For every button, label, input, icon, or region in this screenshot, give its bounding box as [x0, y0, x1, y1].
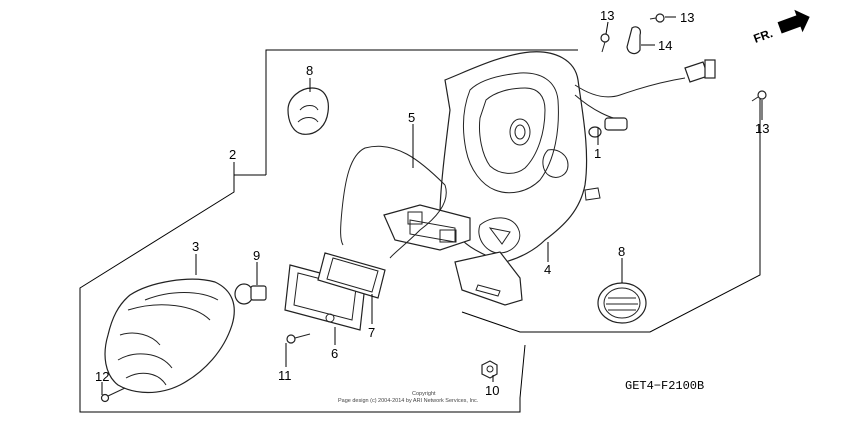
wire-harness [340, 145, 447, 259]
bolt-right [751, 90, 767, 102]
bolt-top-right [649, 13, 665, 23]
taillight-lens [104, 278, 235, 394]
nut [481, 360, 498, 379]
callout-12: 12 [95, 369, 109, 384]
callout-9: 9 [253, 248, 260, 263]
callout-6: 6 [331, 346, 338, 361]
callout-7: 7 [368, 325, 375, 340]
callout-3: 3 [192, 239, 199, 254]
screw-license [286, 333, 311, 344]
callout-11: 11 [278, 368, 292, 383]
direction-label: FR. [752, 26, 775, 46]
connector-cable [574, 77, 686, 98]
callout-13-top: 13 [600, 8, 614, 23]
reflector-lower [597, 282, 647, 324]
callout-1: 1 [594, 146, 601, 161]
assembly-outline-right [461, 95, 761, 333]
callout-5: 5 [408, 110, 415, 125]
bolt-top [600, 33, 610, 53]
callouts: 1 2 3 4 5 6 7 8 8 9 10 11 12 13 13 13 14 [95, 8, 769, 398]
screw-lens [100, 387, 126, 403]
wire-connector [684, 59, 716, 83]
bulb-socket [588, 117, 628, 138]
diagram-code: GET4−F2100B [625, 379, 704, 393]
clamp [626, 26, 641, 55]
assembly-outline-top [265, 49, 578, 175]
bulb [234, 283, 267, 305]
assembly-outline [79, 172, 526, 413]
callout-8-lower: 8 [618, 244, 625, 259]
license-light-gasket [317, 252, 386, 299]
callout-leaders [101, 16, 763, 395]
callout-2: 2 [229, 147, 236, 162]
front-direction-arrow: FR. [752, 9, 810, 46]
callout-8-upper: 8 [306, 63, 313, 78]
callout-13-top-right: 13 [680, 10, 694, 25]
copyright-line-1: Copyright [412, 391, 436, 397]
callout-10: 10 [485, 383, 499, 398]
reflector-upper [287, 87, 329, 135]
taillight-housing [383, 51, 601, 306]
callout-14: 14 [658, 38, 672, 53]
callout-4: 4 [544, 262, 551, 277]
callout-13-right: 13 [755, 121, 769, 136]
copyright-line-2: Page design (c) 2004-2014 by ARI Network… [338, 398, 479, 404]
